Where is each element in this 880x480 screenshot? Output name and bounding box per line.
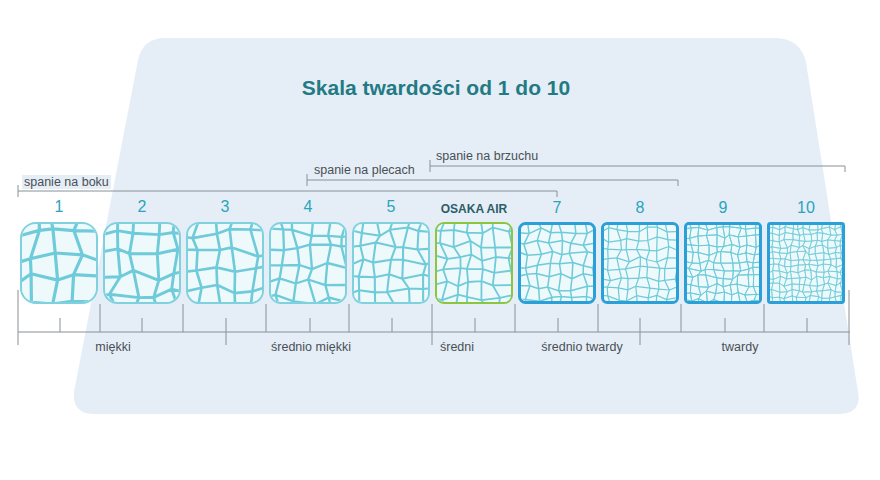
box-heading: 5: [387, 198, 396, 216]
foam-cell-walls: [105, 224, 179, 302]
foam-texture: [22, 224, 96, 302]
firmness-box: 1: [20, 222, 98, 304]
foam-cell-walls: [188, 224, 262, 302]
foam-texture: [437, 224, 511, 302]
box-heading: 2: [138, 198, 147, 216]
foam-cells: [354, 224, 428, 302]
foam-cell-walls: [437, 224, 511, 302]
foam-cells: [22, 224, 96, 302]
firmness-box: 3: [186, 222, 264, 304]
box-heading: 8: [636, 199, 645, 217]
foam-texture: [271, 224, 345, 302]
firmness-label: twardy: [720, 340, 761, 354]
firmness-box: 4: [269, 222, 347, 304]
foam-cell-walls: [770, 225, 842, 301]
range-label: spanie na brzuchu: [434, 149, 540, 163]
firmness-label: średnio twardy: [539, 340, 624, 354]
firmness-box: 7: [518, 222, 596, 304]
foam-cells: [271, 224, 345, 302]
diagram-title: Skala twardości od 1 do 10: [302, 76, 570, 100]
foam-texture: [105, 224, 179, 302]
firmness-label: średnio miękki: [269, 340, 353, 354]
firmness-box: 10: [767, 222, 845, 304]
firmness-box: OSAKA AIR: [435, 222, 513, 304]
foam-cell-walls: [604, 225, 676, 301]
background-panel: [74, 38, 859, 414]
foam-cell-walls: [354, 224, 428, 302]
box-heading: 4: [304, 198, 313, 216]
box-heading: 3: [221, 198, 230, 216]
firmness-label: miękki: [93, 340, 132, 354]
box-heading: 10: [797, 199, 815, 217]
box-heading: 1: [55, 198, 64, 216]
foam-texture: [687, 225, 759, 301]
firmness-box: 2: [103, 222, 181, 304]
foam-cell-walls: [271, 224, 345, 302]
firmness-label: średni: [438, 340, 476, 354]
firmness-box: 5: [352, 222, 430, 304]
foam-cell-walls: [22, 224, 96, 302]
foam-texture: [604, 225, 676, 301]
foam-texture: [354, 224, 428, 302]
foam-texture: [521, 225, 593, 301]
box-heading: OSAKA AIR: [441, 202, 507, 216]
foam-cells: [188, 224, 262, 302]
range-label: spanie na boku: [22, 175, 111, 189]
firmness-box: 8: [601, 222, 679, 304]
foam-cell-walls: [521, 225, 593, 301]
foam-cells: [770, 225, 842, 301]
foam-texture: [188, 224, 262, 302]
foam-cells: [437, 224, 511, 302]
range-label: spanie na plecach: [312, 163, 417, 177]
range-lines: [18, 160, 845, 197]
foam-cells: [105, 224, 179, 302]
foam-cells: [687, 225, 759, 301]
box-heading: 7: [553, 199, 562, 217]
foam-cells: [521, 225, 593, 301]
firmness-box: 9: [684, 222, 762, 304]
box-heading: 9: [719, 199, 728, 217]
foam-cell-walls: [687, 225, 759, 301]
foam-cells: [604, 225, 676, 301]
foam-texture: [770, 225, 842, 301]
